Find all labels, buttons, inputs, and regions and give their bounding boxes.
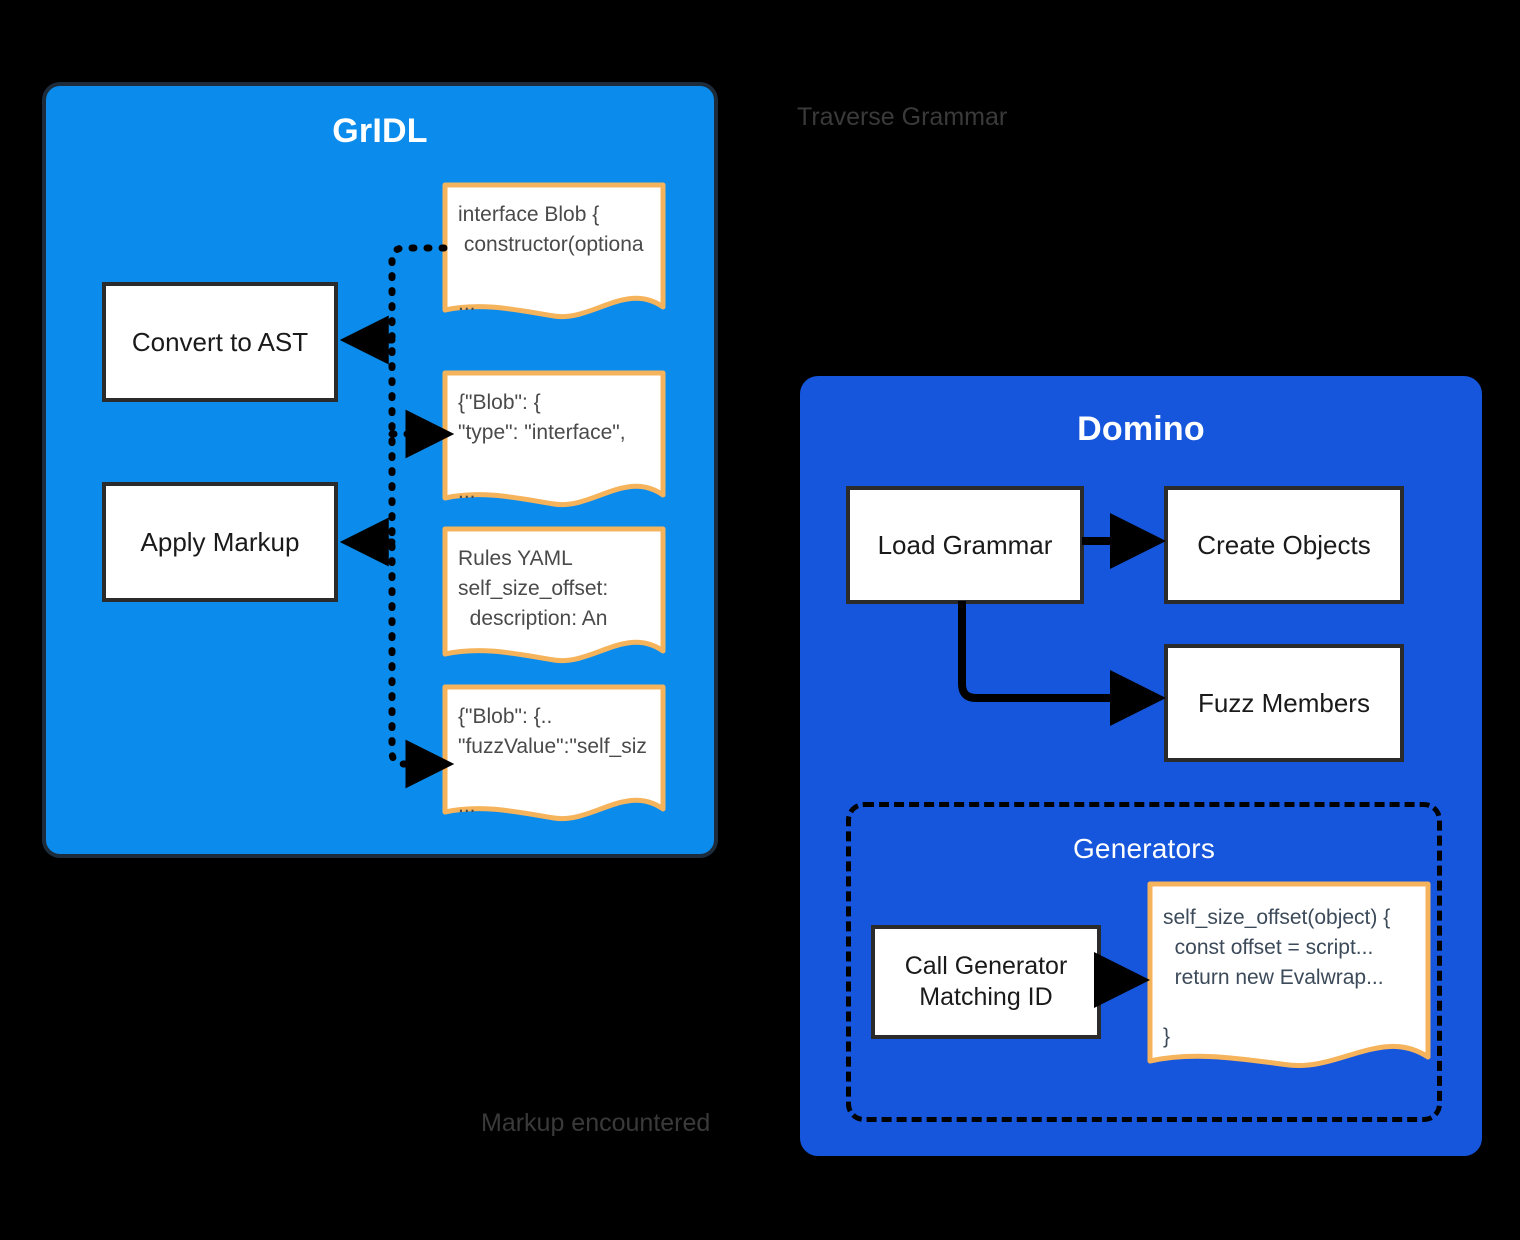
container-generators: Generators Call Generator Matching ID se… [846, 802, 1442, 1122]
process-box-create-objects[interactable]: Create Objects [1164, 486, 1404, 604]
panel-gridl: GrIDL Convert to AST Apply Markup interf… [42, 82, 718, 858]
annotation-traverse-grammar: Traverse Grammar [797, 103, 1008, 131]
annotation-markup-encountered: Markup encountered [481, 1109, 711, 1137]
process-box-create-objects-label: Create Objects [1197, 529, 1371, 560]
process-box-load-grammar[interactable]: Load Grammar [846, 486, 1084, 604]
process-box-call-generator[interactable]: Call Generator Matching ID [871, 925, 1101, 1039]
document-marked-json-shape [442, 684, 666, 822]
process-box-call-generator-label: Call Generator Matching ID [904, 951, 1068, 1011]
document-rules-yaml[interactable]: Rules YAML self_size_offset: description… [442, 526, 666, 668]
document-marked-json[interactable]: {"Blob": {.. "fuzzValue":"self_siz ... [442, 684, 666, 826]
process-box-convert-to-ast[interactable]: Convert to AST [102, 282, 338, 402]
document-ast-json[interactable]: {"Blob": { "type": "interface", ... [442, 370, 666, 512]
process-box-fuzz-members[interactable]: Fuzz Members [1164, 644, 1404, 762]
container-generators-title: Generators [1072, 833, 1216, 864]
document-idl-source-shape [442, 182, 666, 320]
process-box-fuzz-members-label: Fuzz Members [1198, 687, 1370, 718]
document-idl-source[interactable]: interface Blob { constructor(optiona ... [442, 182, 666, 324]
process-box-apply-markup[interactable]: Apply Markup [102, 482, 338, 602]
process-box-convert-to-ast-label: Convert to AST [131, 326, 309, 357]
document-ast-json-shape [442, 370, 666, 508]
panel-gridl-title: GrIDL [332, 112, 428, 150]
process-box-load-grammar-label: Load Grammar [877, 529, 1053, 560]
document-generator-code-shape [1147, 881, 1431, 1069]
document-rules-yaml-shape [442, 526, 666, 664]
panel-domino-title: Domino [1077, 410, 1205, 448]
process-box-apply-markup-label: Apply Markup [140, 526, 300, 557]
panel-domino: Domino Load Grammar Create Objects Fuzz … [800, 376, 1482, 1156]
document-generator-code[interactable]: self_size_offset(object) { const offset … [1147, 881, 1431, 1079]
